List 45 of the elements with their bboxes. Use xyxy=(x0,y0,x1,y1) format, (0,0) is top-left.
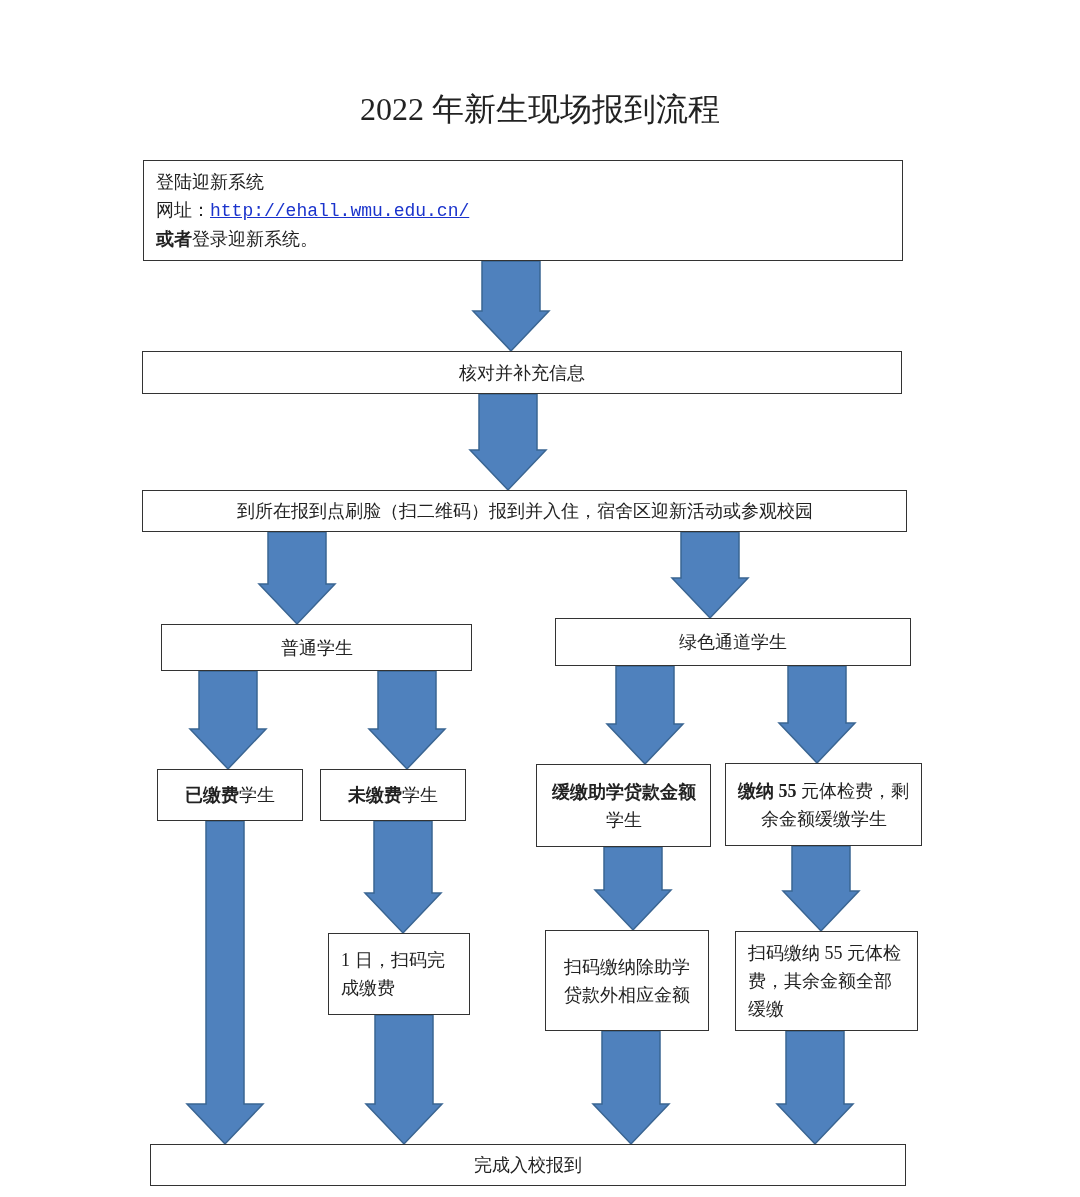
process-box xyxy=(157,769,303,821)
field-label: 网址： xyxy=(156,200,210,220)
process-box xyxy=(320,769,466,821)
box-text: 绿色通道学生 xyxy=(679,632,787,652)
block-arrow xyxy=(257,531,337,626)
box-text: 1 日，扫码完成缴费 xyxy=(341,950,445,998)
block-arrow xyxy=(185,820,265,1146)
block-arrow xyxy=(670,531,750,620)
box-text: 缴纳 55 元体检费，剩余金额缓缴学生 xyxy=(738,780,909,829)
block-arrow xyxy=(781,845,861,933)
block-arrow xyxy=(188,670,268,771)
box-text: 缓缴助学贷款金额学生 xyxy=(551,781,696,830)
box-text: 扫码缴纳 55 元体检费，其余金额全部缓缴 xyxy=(748,943,901,1019)
block-arrow xyxy=(605,665,685,766)
box-text: 未缴费学生 xyxy=(348,785,438,805)
block-arrow xyxy=(775,1030,855,1146)
block-arrow xyxy=(777,665,857,765)
box-text: 已缴费学生 xyxy=(185,785,275,805)
box-text: 完成入校报到 xyxy=(474,1155,582,1175)
url-link: http://ehall.wmu.edu.cn/ xyxy=(210,201,470,221)
process-box xyxy=(328,933,470,1015)
box-text: 普通学生 xyxy=(280,637,353,658)
process-box xyxy=(142,351,902,394)
block-arrow xyxy=(363,820,443,935)
block-arrow xyxy=(471,260,551,353)
process-box xyxy=(143,160,903,261)
box-text: 登陆迎新系统 xyxy=(156,172,264,192)
block-arrow xyxy=(364,1014,444,1146)
process-box xyxy=(555,618,911,666)
block-arrow xyxy=(591,1030,671,1146)
process-box xyxy=(536,764,711,847)
process-box xyxy=(735,931,918,1031)
process-box xyxy=(725,763,922,846)
box-text: 核对并补充信息 xyxy=(459,362,585,383)
process-box xyxy=(545,930,709,1031)
box-text: 扫码缴纳除助学贷款外相应金额 xyxy=(564,956,690,1005)
block-arrow xyxy=(593,846,673,932)
block-arrow xyxy=(367,670,447,771)
process-box xyxy=(150,1144,906,1186)
process-box xyxy=(142,490,907,532)
box-text: 到所在报到点刷脸（扫二维码）报到并入住，宿舍区迎新活动或参观校园 xyxy=(236,501,813,521)
process-box xyxy=(161,624,472,671)
block-arrow xyxy=(468,393,548,492)
title: 2022 年新生现场报到流程 xyxy=(359,90,721,129)
box-text: 或者登录迎新系统。 xyxy=(156,229,318,249)
